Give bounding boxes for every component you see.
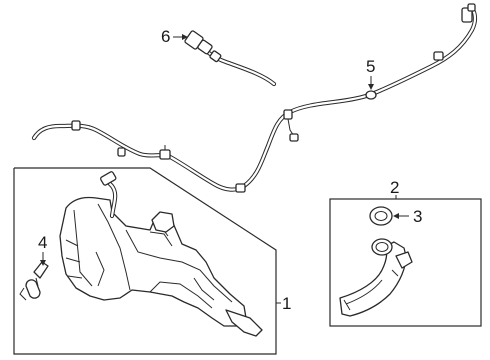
hose-connector-5: [365, 90, 377, 100]
hose-clip-4: [235, 183, 246, 193]
callout-2: 2: [390, 178, 399, 199]
callout-4-label: 4: [38, 233, 47, 252]
part-3-cap: [369, 206, 393, 226]
hose-end-nozzle: [461, 3, 476, 23]
reservoir-box: [13, 167, 277, 355]
part-6-fitting: [184, 30, 277, 87]
callout-2-label: 2: [390, 178, 399, 197]
hose-clip-3: [159, 145, 171, 160]
washer-reservoir-tank: [59, 196, 263, 337]
hose-clip-6: [433, 51, 444, 61]
filler-pipe: [339, 238, 413, 317]
filler-pipe-box: [329, 198, 482, 327]
callout-1-label: 1: [282, 294, 291, 313]
part-4-washer-pump: [19, 261, 49, 301]
hose-clip-1: [71, 120, 81, 131]
hose-clip-2: [117, 147, 126, 157]
callout-3-label: 3: [413, 207, 422, 226]
callout-6-label: 6: [161, 27, 170, 46]
callout-3: 3: [393, 207, 422, 226]
callout-5: 5: [366, 57, 375, 90]
callout-4: 4: [38, 233, 47, 266]
callout-6: 6: [161, 27, 188, 46]
washer-hose: [31, 5, 478, 192]
reservoir-filler-neck: [100, 171, 118, 219]
callout-1: 1: [276, 294, 291, 313]
hose-clip-5: [283, 109, 299, 142]
callout-5-label: 5: [366, 57, 375, 76]
